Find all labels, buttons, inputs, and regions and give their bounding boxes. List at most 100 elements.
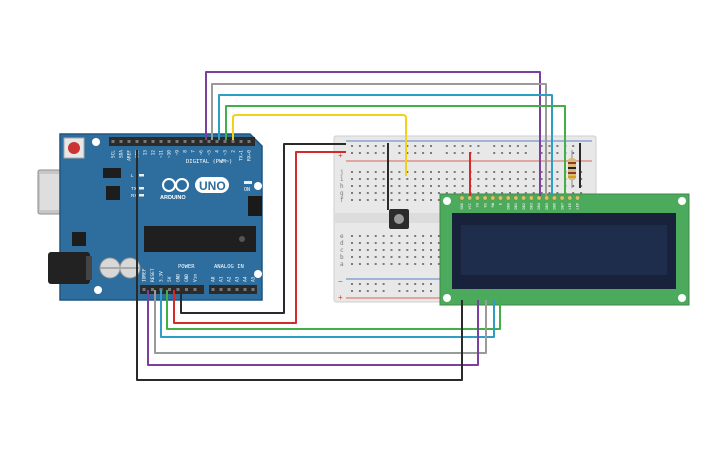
top-pin-label: ~6 [199,150,205,156]
wire-yellow[interactable] [232,114,407,176]
header-pin[interactable] [231,140,235,143]
header-pin[interactable] [239,140,243,143]
wire-black-bottom[interactable] [136,150,463,381]
top-pin-label: RX←0 [247,150,253,161]
top-pin-label: AREF [127,150,133,161]
top-pin-label: 7 [191,150,197,153]
power-pin-label: RESET [150,268,156,282]
analog-pin[interactable] [235,288,239,291]
lcd-pin[interactable] [536,195,542,201]
wire-black-bb-top[interactable] [180,143,346,314]
wire-gray-bottom[interactable] [154,290,487,354]
lcd-pin[interactable] [521,195,527,201]
lcd-pin-label: VCC [468,203,472,210]
header-pin[interactable] [111,140,115,143]
header-pin[interactable] [191,140,195,143]
analog-pin-label: A5 [251,276,257,282]
rail-minus-label-bottom: − [338,277,343,286]
lcd-pin-label: RS [483,203,487,207]
lcd-pin[interactable] [528,195,534,201]
header-pin[interactable] [151,140,155,143]
potentiometer-icon[interactable] [389,209,409,229]
lcd-pin[interactable] [513,195,519,201]
analog-label: ANALOG IN [214,264,244,270]
rail-plus-label-top: + [338,151,343,160]
header-pin[interactable] [119,140,123,143]
header-pin[interactable] [207,140,211,143]
header-pin[interactable] [175,140,179,143]
lcd-pin-label: DB6 [553,203,557,210]
top-pin-label: SDA [119,150,125,158]
lcd-pin[interactable] [498,195,503,201]
tx-label: TX [131,186,137,191]
header-pin[interactable] [247,140,251,143]
power-pin[interactable] [193,288,197,291]
header-pin[interactable] [215,140,219,143]
top-pin-label: SCL [111,150,117,158]
lcd-screen [461,225,667,275]
power-pin[interactable] [159,288,163,291]
top-pin-label: 8 [183,150,189,153]
top-pin-label: TX→1 [239,150,245,161]
model-label: UNO [199,179,226,193]
top-pin-label: 4 [215,150,221,153]
wire-cyan-bottom[interactable] [160,290,495,338]
analog-pin[interactable] [211,288,215,291]
lcd-pin[interactable] [567,195,573,201]
arduino-logo: ARDUINO UNO [160,177,229,201]
lcd-pin[interactable] [474,195,480,201]
bb-row-letter: a [340,261,344,268]
header-pin[interactable] [143,140,147,143]
analog-pin[interactable] [219,288,223,291]
microcontroller-chip-icon [144,226,256,252]
power-jack-icon [48,252,90,284]
rail-plus-label-bottom: + [338,293,343,302]
lcd-pin[interactable] [482,195,488,201]
header-pin[interactable] [223,140,227,143]
power-pin[interactable] [185,288,188,291]
wire-green-top[interactable] [225,105,566,196]
header-pin[interactable] [135,140,139,143]
analog-pin[interactable] [227,288,231,291]
wire-gray-top[interactable] [211,83,547,196]
lcd-pin-label: RW [491,202,495,207]
top-pin-label: ~5 [207,150,213,156]
lcd-pin-label: DB3 [530,203,534,210]
header-pin[interactable] [159,140,163,143]
analog-pin-label: A4 [243,276,249,282]
digital-header [109,137,255,146]
lcd-pin[interactable] [505,195,511,201]
lcd-pin[interactable] [544,195,550,201]
wire-red-bb-top[interactable] [173,151,346,324]
wire-purple-top[interactable] [205,71,541,196]
wire-green-bottom[interactable] [166,290,501,330]
lcd-pin[interactable] [490,195,496,201]
header-pin[interactable] [127,140,131,143]
analog-pin[interactable] [243,288,247,291]
bb-row-letter: f [340,197,344,204]
lcd-pin[interactable] [551,195,557,201]
lcd-pin[interactable] [559,195,565,201]
lcd-pin[interactable] [575,195,580,201]
lcd-pin[interactable] [467,195,473,201]
header-pin[interactable] [167,140,171,143]
analog-pin[interactable] [251,288,255,291]
power-pin[interactable] [142,288,146,291]
power-pin[interactable] [176,288,180,291]
wire-cyan-top[interactable] [218,94,553,196]
power-pin[interactable] [168,288,171,291]
top-pin-label: ~10 [167,150,173,158]
power-pin[interactable] [151,288,154,291]
header-pin[interactable] [199,140,203,143]
lcd-pin-label: DB1 [514,203,518,210]
header-pin[interactable] [183,140,187,143]
lcd-pin[interactable] [459,195,465,201]
analog-pin-label: A3 [235,276,241,282]
wire-purple-bottom[interactable] [147,290,479,366]
bb-row-letter: c [340,247,344,254]
lcd-pin-label: GND [460,203,464,210]
